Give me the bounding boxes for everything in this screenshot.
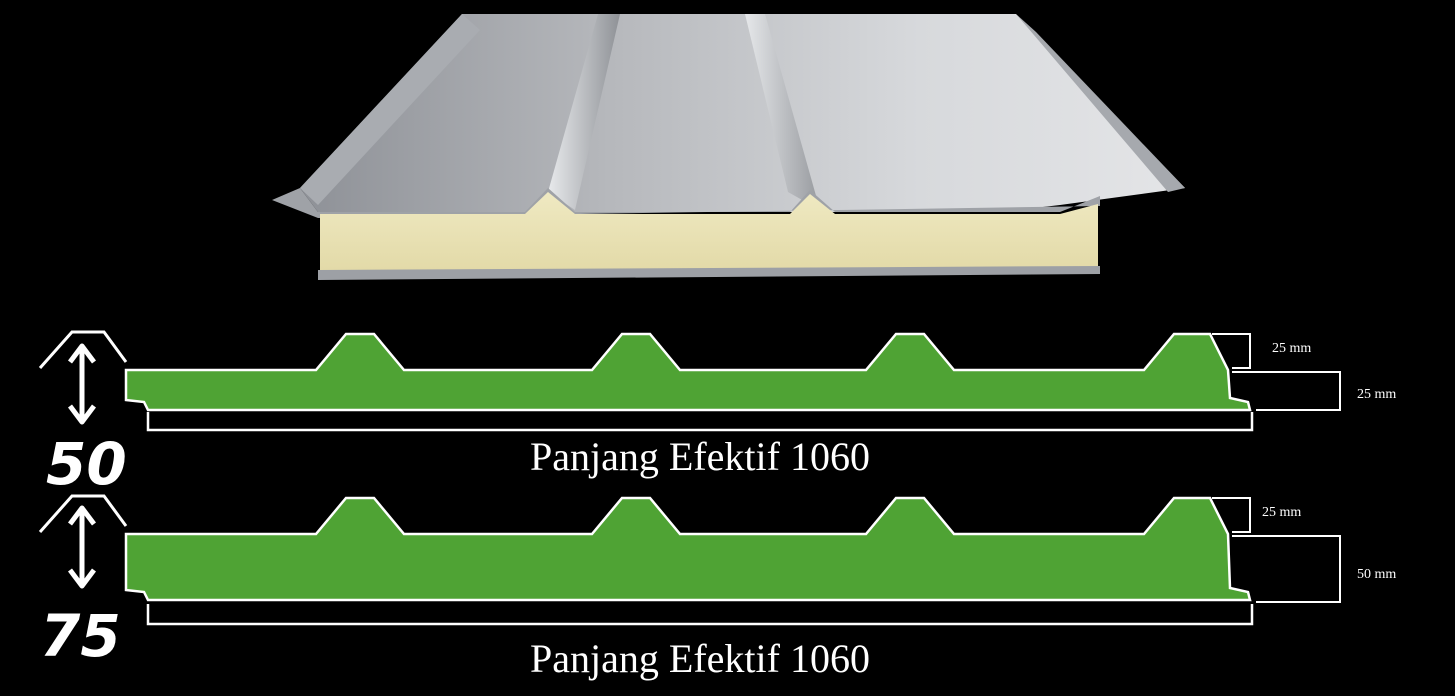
panel-rib-2 (745, 14, 820, 210)
thickness-label: 75 (40, 602, 121, 670)
effective-length-caption: Panjang Efektif 1060 (530, 434, 870, 479)
effective-length-caption: Panjang Efektif 1060 (530, 636, 870, 681)
thickness-bracket-icon (38, 494, 128, 533)
profile-core-fill (124, 332, 1252, 412)
double-arrow-icon (68, 505, 96, 589)
profile-50: 50 25 mm 25 mm Panjang Efektif 1060 (38, 330, 1396, 498)
sandwich-panel-image (272, 14, 1185, 280)
panel-bottom-liner (318, 266, 1100, 280)
profile-base-line (146, 604, 1254, 626)
core-thickness-bracket (1232, 371, 1341, 411)
rib-height-bracket (1212, 497, 1251, 533)
panel-rib-1 (548, 14, 620, 210)
profile-75: 75 25 mm 50 mm Panjang Efektif 1060 (38, 494, 1396, 681)
thickness-bracket-icon (38, 330, 128, 369)
double-arrow-icon (68, 343, 96, 425)
profile-core-fill (124, 496, 1252, 602)
panel-steel-top (300, 14, 1185, 212)
panel-foam-core (320, 192, 1098, 276)
core-thickness-label: 25 mm (1357, 387, 1396, 402)
panel-rib-right (1016, 14, 1185, 192)
profile-base-line (146, 412, 1254, 432)
thickness-label: 50 (46, 430, 127, 498)
core-thickness-label: 50 mm (1357, 567, 1396, 582)
rib-height-label: 25 mm (1262, 505, 1301, 520)
core-thickness-bracket (1232, 535, 1341, 603)
rib-height-label: 25 mm (1272, 341, 1311, 356)
panel-front-steel-edge (272, 188, 1100, 218)
rib-height-bracket (1212, 333, 1251, 369)
panel-rib-left (300, 14, 480, 205)
